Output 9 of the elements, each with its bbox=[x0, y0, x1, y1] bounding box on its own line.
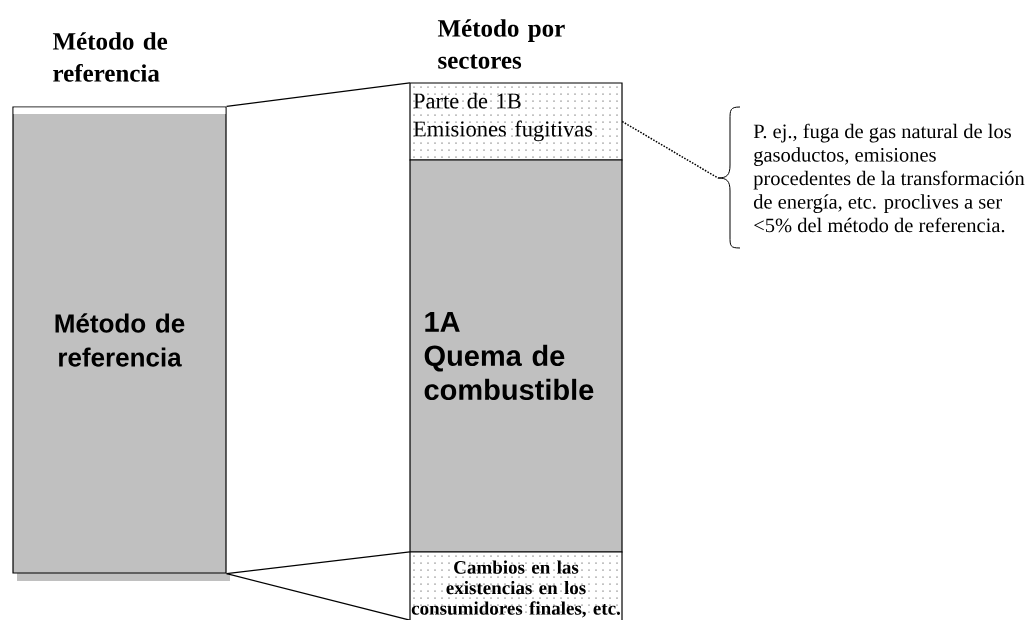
leader-line bbox=[621, 120, 719, 179]
dotted-box: Parte de 1B Emisiones fugitivas bbox=[409, 82, 623, 161]
note-text: P. ej., fuga de gas natural de los gasoductos, emisiones procedentes de la transformación de energía, etc. proclives a ser <5% del método de referencia. bbox=[753, 123, 1025, 233]
heading: Método de referencia bbox=[52, 32, 168, 82]
shaded-box: 1A Quema de combustible bbox=[409, 159, 623, 553]
connector-line bbox=[226, 82, 411, 107]
dotted-box: Cambios en las existencias en los consumidores finales, etc. bbox=[409, 551, 623, 620]
reference-box: Método de referencia bbox=[12, 106, 230, 581]
connector-line bbox=[226, 573, 411, 620]
